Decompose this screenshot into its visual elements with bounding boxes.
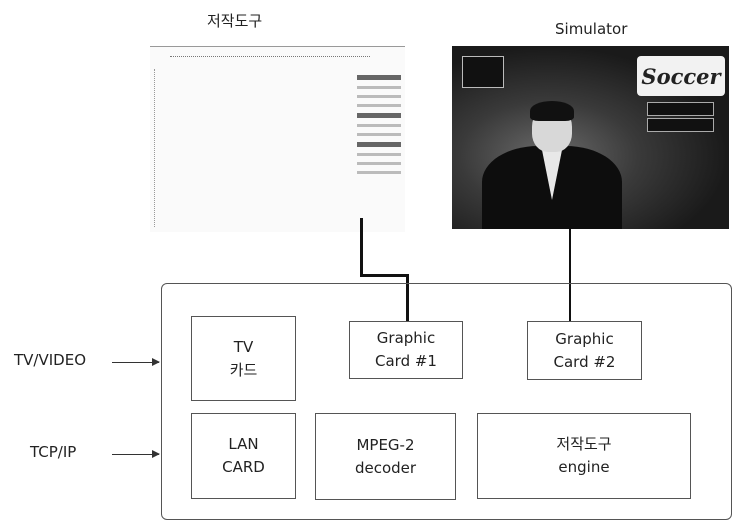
wire-tool-horizontal: [360, 274, 409, 277]
score-overlay: [462, 56, 504, 88]
lan-card-box: LAN CARD: [191, 413, 296, 499]
authoring-engine-box: 저작도구 engine: [477, 413, 691, 499]
tv-card-line-1: TV: [233, 337, 254, 356]
presenter-hair: [530, 101, 574, 121]
mpeg2-decoder-box: MPEG-2 decoder: [315, 413, 456, 500]
graphic-card-1-line-1: Graphic: [376, 329, 436, 347]
authoring-engine-line-2: engine: [558, 458, 610, 476]
authoring-tool-toolbar: [170, 56, 370, 60]
authoring-tool-panel: [355, 69, 403, 227]
simulator-menu-item-1: [647, 102, 714, 116]
simulator-screenshot: Soccer: [452, 46, 729, 229]
simulator-menu-item-2: [647, 118, 714, 132]
tv-video-label: TV/VIDEO: [14, 351, 86, 369]
tcp-ip-arrow: [112, 450, 160, 458]
wire-tool-vertical: [360, 218, 363, 276]
tv-video-arrow: [112, 358, 160, 366]
lan-card-line-1: LAN: [228, 435, 259, 453]
authoring-engine-line-1: 저작도구: [556, 435, 612, 453]
authoring-tool-caption: 저작도구: [207, 12, 263, 30]
mpeg2-decoder-line-2: decoder: [354, 458, 417, 477]
lan-card-line-2: CARD: [222, 458, 265, 476]
mpeg2-decoder-line-1: MPEG-2: [356, 435, 415, 454]
graphic-card-1-line-2: Card #1: [375, 352, 437, 370]
wire-simulator-down: [569, 229, 571, 322]
tcp-ip-label: TCP/IP: [30, 443, 77, 461]
authoring-tool-screenshot: [150, 46, 405, 232]
tv-card-box: TV 카드: [191, 316, 296, 401]
tv-card-line-2: 카드: [229, 360, 258, 379]
authoring-tool-canvas: [154, 69, 350, 227]
graphic-card-1-box: Graphic Card #1: [349, 321, 463, 379]
graphic-card-2-box: Graphic Card #2: [527, 321, 642, 380]
system-box: [161, 283, 732, 520]
soccer-logo: Soccer: [637, 56, 725, 96]
simulator-caption: Simulator: [555, 20, 628, 38]
wire-tool-down: [406, 274, 409, 322]
graphic-card-2-line-1: Graphic: [555, 329, 614, 348]
graphic-card-2-line-2: Card #2: [553, 352, 616, 371]
